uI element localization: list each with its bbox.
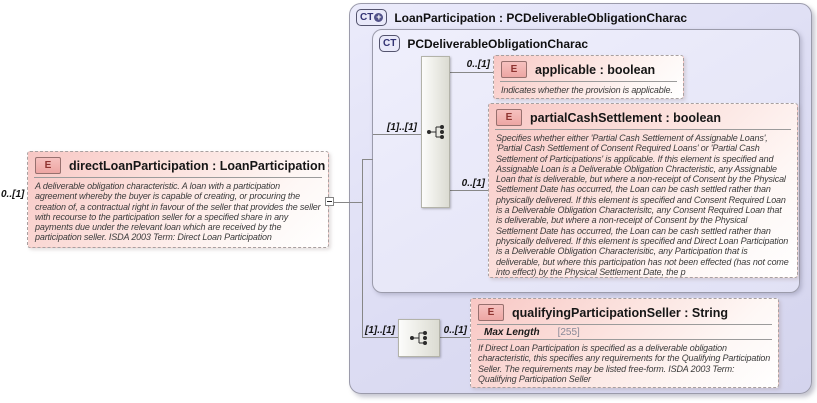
multiplicity-label: 0..[1] [443,325,467,336]
facet-value: [255] [557,327,580,338]
connector-line [362,337,398,338]
connector-line [450,72,493,73]
element-description: Indicates whether the provision is appli… [501,85,673,95]
element-box-partialcashsettlement[interactable]: E partialCashSettlement : boolean Specif… [488,103,798,278]
element-title-row: E directLoanParticipation : LoanParticip… [28,152,328,177]
connector-line [362,159,373,160]
inner-type-header: CT PCDeliverableObligationCharac [373,30,799,52]
element-icon: E [478,304,504,321]
element-title: directLoanParticipation : LoanParticipat… [69,158,326,173]
connector-line [334,202,362,203]
element-description: A deliverable obligation characteristic.… [35,181,321,243]
facet-row: Max Length [255] [477,325,772,340]
element-icon: E [496,109,522,126]
complex-type-title: LoanParticipation : PCDeliverableObligat… [394,10,688,25]
element-description: Specifies whether either 'Partial Cash S… [496,133,789,277]
element-box-qualifyingparticipationseller[interactable]: E qualifyingParticipationSeller : String… [470,298,779,388]
connector-line [440,337,470,338]
connector-line [450,190,488,191]
element-icon: E [35,157,61,174]
element-title-row: E applicable : boolean [494,56,683,81]
element-title: applicable : boolean [535,62,656,77]
connector-line [362,159,363,338]
facet-name: Max Length [484,327,540,338]
element-title: partialCashSettlement : boolean [530,110,722,125]
inner-type-title: PCDeliverableObligationCharac [407,36,589,51]
minus-icon [327,201,332,202]
expand-icon[interactable]: + [374,12,384,22]
sequence-group[interactable] [398,319,440,357]
collapse-toggle[interactable] [325,197,334,206]
element-title-row: E qualifyingParticipationSeller : String [471,299,778,324]
element-title-row: E partialCashSettlement : boolean [489,104,797,129]
multiplicity-label: [1]..[1] [365,325,395,336]
sequence-icon [410,331,427,345]
divider [495,129,791,130]
connector-line [373,134,421,135]
ct-badge-label: CT [360,12,374,23]
multiplicity-label: 0..[1] [466,59,490,70]
divider [500,81,677,82]
multiplicity-label: 0..[1] [461,178,485,189]
element-title: qualifyingParticipationSeller : String [512,305,729,320]
element-description: If Direct Loan Participation is specifie… [478,343,771,384]
complex-type-header: CT + LoanParticipation : PCDeliverableOb… [350,4,811,26]
complex-type-icon: CT + [356,9,388,26]
sequence-group[interactable] [421,56,450,208]
divider [477,324,772,325]
ct-badge-label: CT [383,38,397,49]
element-box-applicable[interactable]: E applicable : boolean Indicates whether… [493,55,684,99]
multiplicity-label: 0..[1] [1,189,25,200]
element-icon: E [501,61,527,78]
complex-type-icon: CT [379,35,401,52]
sequence-icon [426,125,444,139]
element-box-directloanparticipation[interactable]: E directLoanParticipation : LoanParticip… [27,151,329,248]
multiplicity-label: [1]..[1] [387,122,417,133]
divider [34,177,322,178]
